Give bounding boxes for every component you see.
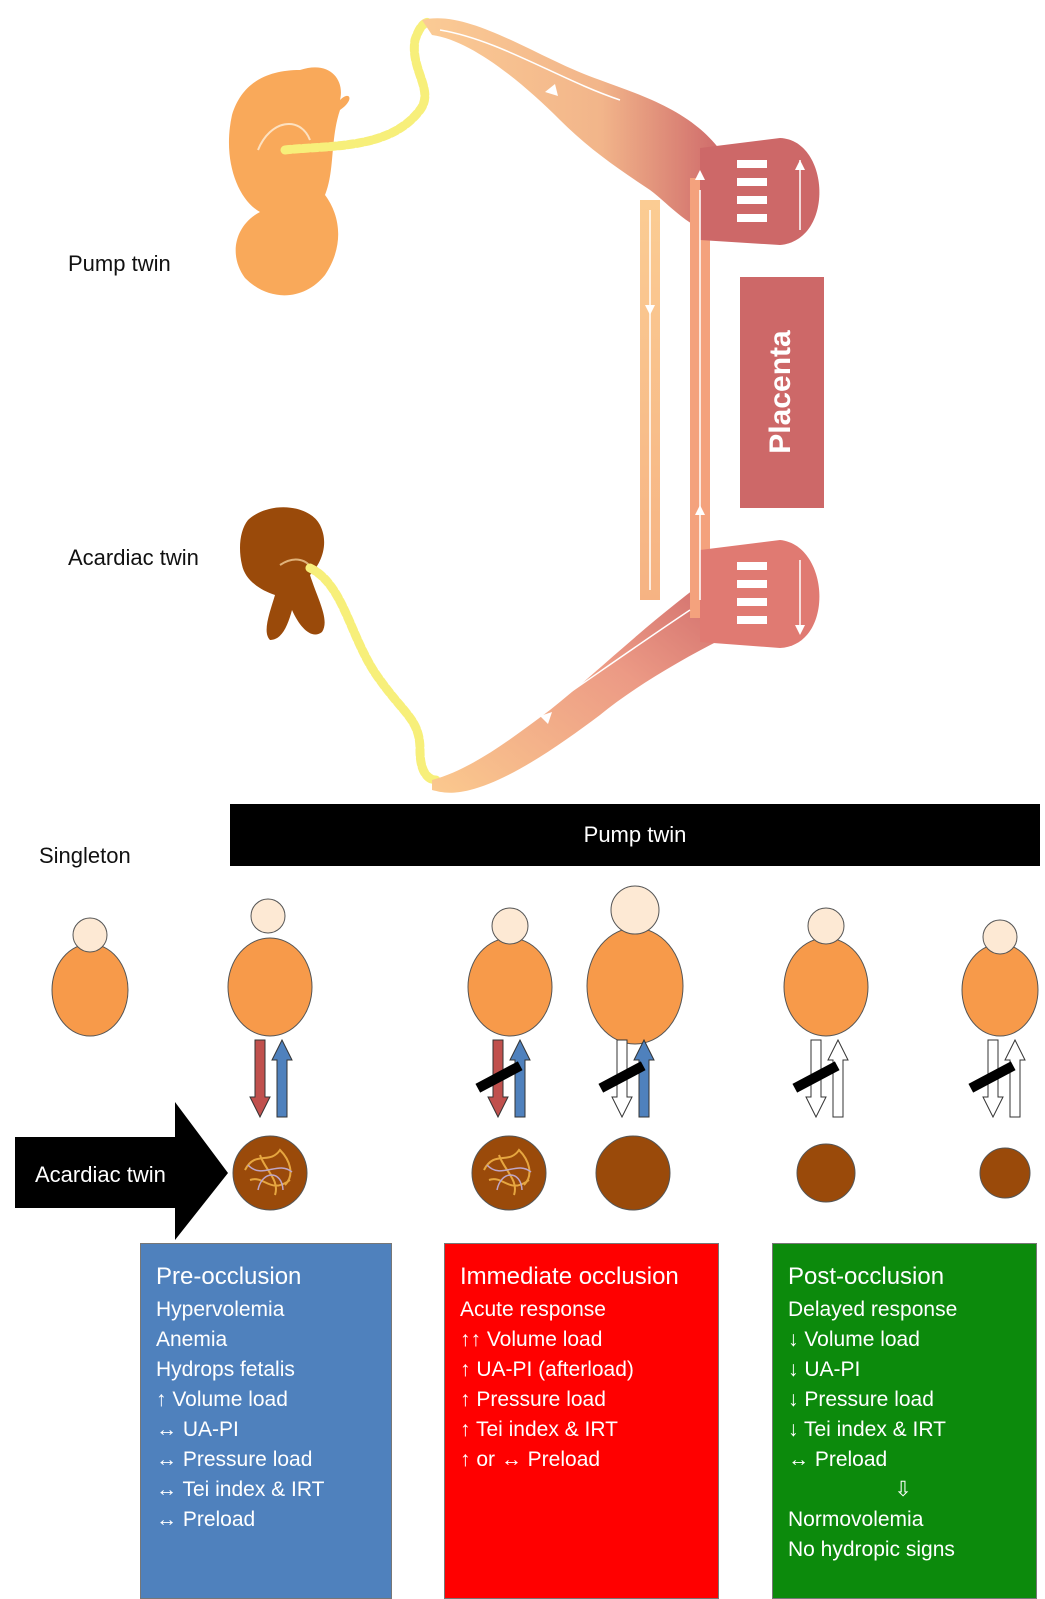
box-line: ↑ or ↔ Preload (460, 1448, 601, 1471)
box-line: ↑↑ Volume load (460, 1328, 603, 1351)
box-line: ↔ Preload (788, 1448, 888, 1471)
vein-arrow-empty (1004, 1038, 1026, 1118)
box-title: Pre-occlusion (156, 1263, 302, 1290)
vein-arrow (633, 1038, 655, 1118)
banner-label: Pump twin (583, 822, 687, 847)
box-line: ↔ Preload (156, 1508, 256, 1531)
acardiac-arrow-label: Acardiac twin (35, 1162, 166, 1187)
box-title: Immediate occlusion (460, 1263, 679, 1290)
box-line: Delayed response (788, 1298, 958, 1321)
placenta-label: Placenta (764, 330, 797, 454)
acardiac-vessel (432, 570, 720, 793)
pump-twin-fetus (228, 67, 350, 296)
box-line: ↓ UA-PI (788, 1358, 861, 1381)
pump-heart-post-1 (783, 907, 869, 1037)
vein-arrow-empty (827, 1038, 849, 1118)
acardiac-circle-pre (232, 1135, 308, 1211)
acardiac-circle-post-1 (796, 1143, 856, 1203)
box-line: Hydrops fetalis (156, 1358, 295, 1381)
box-line: ↑ UA-PI (afterload) (460, 1358, 634, 1381)
box-line: Normovolemia (788, 1508, 924, 1531)
singleton-figure (51, 917, 129, 1037)
box-line: Anemia (156, 1328, 228, 1351)
vein-arrow (509, 1038, 531, 1118)
circulation-diagram: Placenta (228, 17, 824, 793)
placenta-block (740, 277, 824, 508)
flow-arrows (439, 29, 801, 771)
box-line: ↑ Pressure load (460, 1388, 606, 1411)
pump-heart-post-2 (961, 919, 1039, 1037)
hemodynamics-diagram: Acardiac twin (15, 885, 1039, 1240)
occlusion-bar (792, 1061, 840, 1093)
flow-arrowheads (516, 28, 805, 724)
box-line: ↑ Volume load (156, 1388, 288, 1411)
acardiac-umbilical-cord (305, 563, 441, 785)
acardiac-circle-post-2 (979, 1147, 1031, 1199)
acardiac-circle-immediate-2 (595, 1135, 671, 1211)
occlusion-bar (968, 1061, 1016, 1093)
box-line: Acute response (460, 1298, 606, 1321)
acardiac-twin-arrow (15, 1102, 228, 1240)
vein-arrow (271, 1038, 293, 1118)
box-line: ⇩ (894, 1478, 912, 1501)
artery-arrow (249, 1039, 271, 1119)
box-line: ↑ Tei index & IRT (460, 1418, 618, 1441)
box-line: ↔ Tei index & IRT (156, 1478, 325, 1501)
box-line: ↓ Pressure load (788, 1388, 934, 1411)
placenta-loop-top (700, 138, 820, 245)
box-line: No hydropic signs (788, 1538, 955, 1561)
pump-heart-immediate-1 (467, 907, 553, 1037)
pump-umbilical-cord (280, 17, 435, 155)
placenta-loop-bottom (700, 540, 820, 648)
singleton-label: Singleton (39, 843, 131, 868)
occlusion-bar (475, 1061, 523, 1093)
acardiac-twin-label: Acardiac twin (68, 545, 199, 570)
pump-vessel (422, 18, 720, 235)
pump-heart-immediate-2 (586, 885, 684, 1045)
box-title: Post-occlusion (788, 1263, 945, 1290)
occlusion-bar (598, 1061, 646, 1093)
flow-arrow-pairs (249, 1038, 1026, 1119)
box-line: Hypervolemia (156, 1298, 285, 1321)
box-line: ↔ Pressure load (156, 1448, 313, 1471)
acardiac-circle-immediate-1 (471, 1135, 547, 1211)
box-line: ↓ Volume load (788, 1328, 920, 1351)
pump-twin-banner: Pump twin (230, 804, 1040, 866)
box-line: ↓ Tei index & IRT (788, 1418, 946, 1441)
pump-twin-label: Pump twin (68, 251, 171, 276)
pump-heart-pre (227, 898, 313, 1037)
box-line: ↔ UA-PI (156, 1418, 239, 1441)
